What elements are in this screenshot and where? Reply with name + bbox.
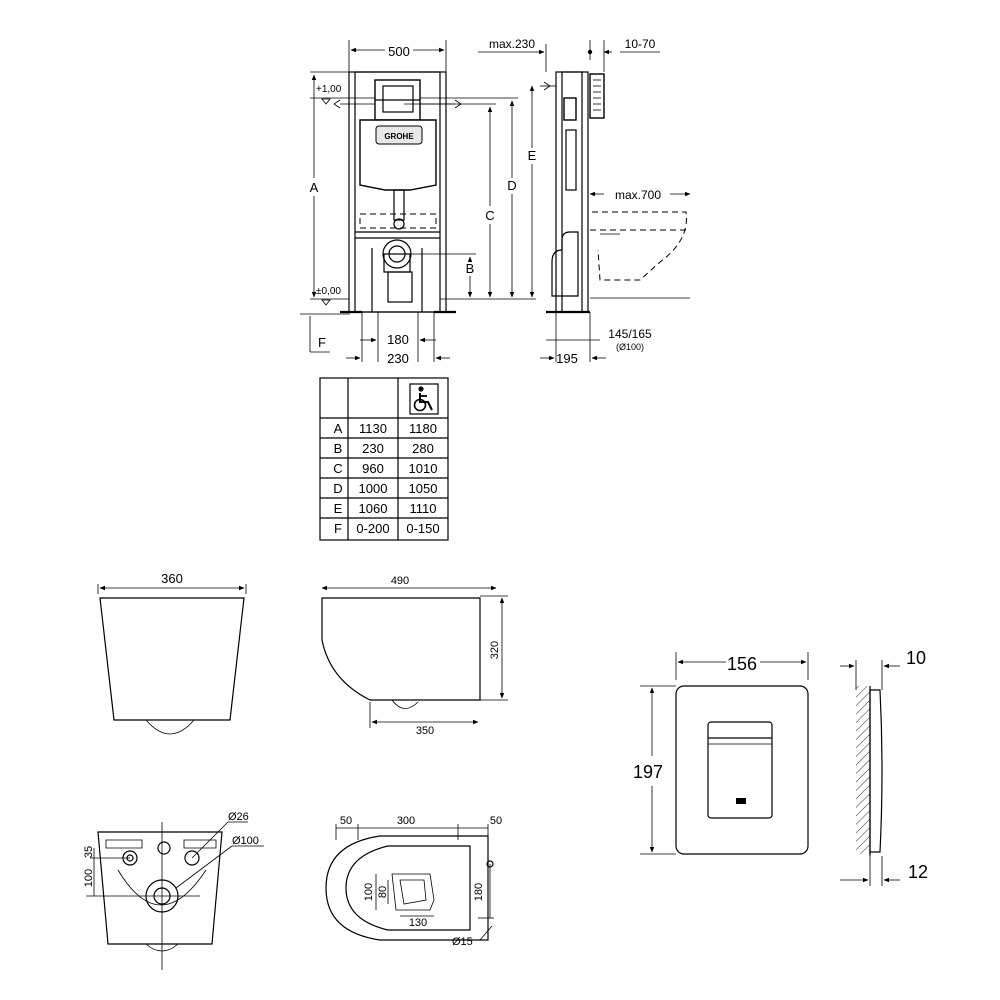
rear-35-label: 35: [83, 846, 95, 858]
table-key-cell: A: [334, 421, 343, 436]
rear-d26-label: Ø26: [228, 811, 249, 823]
top-300-label: 300: [397, 815, 415, 827]
frame-width-label: 500: [388, 44, 410, 59]
frame-side-view: max.230 10-70 max.700: [478, 37, 691, 366]
bowl-rear-view: 35 100 Ø26 Ø100: [83, 811, 264, 970]
table-accessible-cell: 280: [412, 441, 434, 456]
table-standard-cell: 1060: [359, 501, 388, 516]
table-accessible-cell: 1050: [409, 481, 438, 496]
top-130-label: 130: [409, 917, 427, 929]
table-key-cell: C: [333, 461, 342, 476]
dim-b-label: B: [466, 261, 475, 276]
flush-plate-front-view: 156 197: [633, 652, 809, 855]
top-180-label: 180: [473, 883, 485, 901]
bowl-top-view: 50 300 50 100 80 130 180 Ø15: [325, 815, 502, 948]
bowl-side-base-label: 350: [416, 725, 434, 737]
width-230-label: 230: [387, 351, 409, 366]
depth-195-label: 195: [556, 351, 578, 366]
table-standard-cell: 1130: [359, 421, 387, 436]
frame-front-view: 500 GROHE +1,0: [300, 40, 537, 366]
top-50-right-label: 50: [490, 815, 502, 827]
width-180-label: 180: [387, 332, 409, 347]
dim-e-label: E: [528, 148, 537, 163]
plus-level-label: +1,00: [316, 84, 342, 95]
plate-height-label: 197: [633, 762, 663, 782]
dim-f-label: F: [318, 335, 326, 350]
table-key-cell: D: [333, 481, 342, 496]
bowl-side-height-label: 320: [489, 641, 501, 659]
rear-100-label: 100: [83, 869, 95, 887]
max-depth-label: max.230: [489, 37, 535, 51]
table-accessible-cell: 0-150: [406, 521, 439, 536]
table-accessible-cell: 1010: [409, 461, 438, 476]
bowl-front-width-label: 360: [161, 571, 183, 586]
wall-gap-label: 10-70: [625, 37, 656, 51]
table-standard-cell: 1000: [359, 481, 388, 496]
table-key-cell: F: [334, 521, 342, 536]
top-50-left-label: 50: [340, 815, 352, 827]
dim-c-label: C: [485, 208, 494, 223]
bowl-side-length-label: 490: [391, 575, 409, 587]
table-standard-cell: 960: [362, 461, 384, 476]
rear-d100-label: Ø100: [232, 835, 259, 847]
plate-width-label: 156: [727, 654, 757, 674]
table-key-cell: B: [334, 441, 343, 456]
dim-d-label: D: [507, 178, 516, 193]
dim-a-label: A: [310, 180, 319, 195]
table-key-cell: E: [334, 501, 343, 516]
pipe-label: 145/165: [608, 327, 652, 341]
table-standard-cell: 230: [362, 441, 384, 456]
pipe-diameter-label: (Ø100): [616, 342, 644, 352]
table-accessible-cell: 1180: [409, 421, 437, 436]
top-80-label: 80: [377, 886, 389, 898]
plate-depth-bottom-label: 12: [908, 862, 928, 882]
table-standard-cell: 0-200: [356, 521, 389, 536]
table-accessible-cell: 1110: [410, 501, 437, 516]
plate-depth-top-label: 10: [906, 648, 926, 668]
zero-level-label: ±0,00: [316, 286, 341, 297]
max-projection-label: max.700: [615, 188, 661, 202]
bowl-front-view: 360: [97, 571, 247, 735]
bowl-side-view: 490 320 350: [321, 575, 508, 737]
top-d15-label: Ø15: [452, 936, 473, 948]
top-100-label: 100: [363, 883, 375, 901]
brand-label: GROHE: [384, 132, 414, 141]
wheelchair-icon: [409, 383, 439, 415]
flush-plate-side-view: 10 12: [840, 648, 928, 886]
